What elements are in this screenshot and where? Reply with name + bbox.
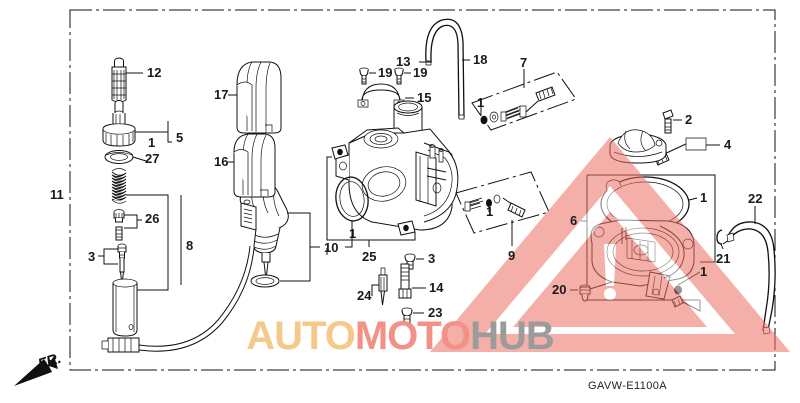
callout-5: 5 [176, 130, 184, 145]
callout-10: 10 [324, 240, 339, 255]
part-2-screw [662, 109, 682, 134]
warning-triangle-watermark [430, 137, 790, 352]
callout-3-b: 3 [428, 251, 436, 266]
part-16-cover [228, 133, 276, 198]
callout-1-a: 1 [148, 135, 156, 150]
part-10-autostarter [239, 183, 320, 288]
callout-1-f: 1 [700, 264, 708, 279]
part-5-cap-assembly [102, 100, 172, 164]
part-7-kit-box [471, 69, 577, 131]
callout-15: 15 [417, 90, 432, 105]
callout-1-e: 1 [700, 190, 708, 205]
callout-20: 20 [552, 282, 567, 297]
part-21-clip [716, 229, 730, 250]
callout-1-c: 1 [349, 226, 357, 241]
part-9-kit-box [455, 171, 550, 246]
callout-1-d: 1 [486, 204, 494, 219]
callout-6: 6 [570, 213, 578, 228]
part-19-screws [359, 67, 411, 85]
part-12-needle [111, 57, 143, 103]
callout-2: 2 [685, 112, 693, 127]
callout-3-a: 3 [88, 249, 96, 264]
callout-9: 9 [508, 248, 516, 263]
callout-24: 24 [357, 288, 372, 303]
callout-19-b: 19 [413, 65, 428, 80]
callout-13: 13 [396, 54, 411, 69]
callout-23: 23 [428, 305, 443, 320]
callout-14: 14 [429, 280, 444, 295]
callout-7: 7 [520, 55, 528, 70]
callout-16: 16 [214, 154, 229, 169]
callout-21: 21 [716, 251, 731, 266]
callout-22: 22 [748, 191, 763, 206]
part-3-needle-valve [98, 243, 127, 285]
callout-4: 4 [724, 137, 732, 152]
part-24-needle [371, 267, 388, 306]
diagram-code: GAVW-E1100A [588, 380, 667, 392]
part-17-cover [228, 61, 282, 134]
part-14-jet [398, 263, 426, 299]
part-8-spring [111, 168, 182, 291]
callout-18: 18 [473, 52, 488, 67]
part-26-jet [113, 209, 142, 241]
callout-19-a: 19 [378, 65, 393, 80]
callout-12: 12 [147, 65, 162, 80]
callout-25: 25 [362, 249, 377, 264]
part-fuel-pump-body [101, 245, 255, 353]
part-25-carburetor-body [326, 100, 459, 255]
callout-17: 17 [214, 87, 229, 102]
frame-11 [69, 9, 776, 371]
fr-direction-arrow [14, 356, 58, 386]
callout-8: 8 [186, 238, 194, 253]
callout-26: 26 [145, 211, 160, 226]
callout-27: 27 [145, 151, 160, 166]
callout-11: 11 [50, 187, 64, 202]
callout-1-b: 1 [477, 95, 485, 110]
part-18-vent-tube [419, 18, 470, 120]
part-23-screw [401, 307, 424, 324]
